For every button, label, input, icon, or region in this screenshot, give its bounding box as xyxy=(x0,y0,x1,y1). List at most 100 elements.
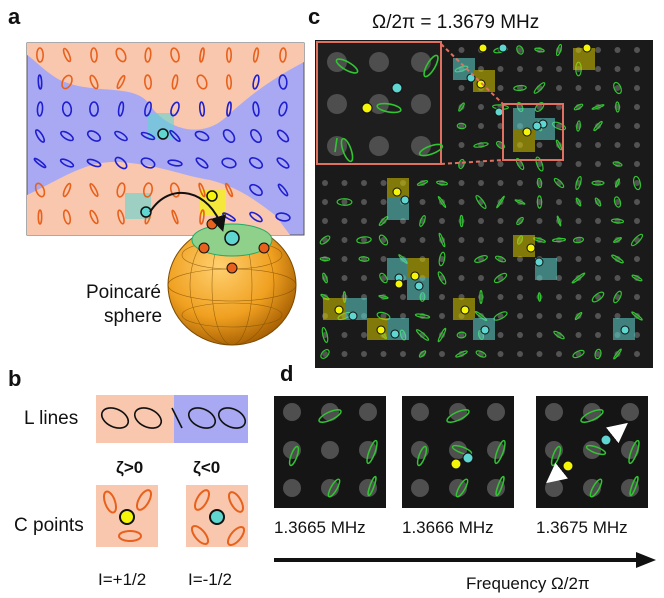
polarization-ellipse xyxy=(571,272,586,284)
panel-b-figure xyxy=(96,395,248,547)
polarization-ellipse xyxy=(576,120,581,132)
polarization-ellipse xyxy=(555,43,563,57)
polarization-ellipse xyxy=(416,180,429,186)
polarization-ellipse xyxy=(613,348,622,360)
polarization-ellipse xyxy=(198,101,206,117)
polarization-ellipse xyxy=(89,183,99,197)
polarization-ellipse xyxy=(167,159,183,167)
index-positive-label: I=+1/2 xyxy=(98,570,147,589)
polarization-ellipse xyxy=(36,101,44,117)
polarization-ellipse xyxy=(62,182,72,198)
polarization-ellipse xyxy=(423,54,439,78)
zeta-positive-label: ζ>0 xyxy=(116,458,144,477)
polarization-ellipse xyxy=(278,101,288,117)
polarization-ellipse xyxy=(611,254,624,264)
polarization-ellipse xyxy=(418,350,427,358)
polarization-ellipse xyxy=(319,256,331,262)
polarization-ellipse xyxy=(534,47,545,53)
polarization-ellipse xyxy=(144,74,152,90)
polarization-ellipse xyxy=(613,81,622,95)
polarization-ellipse xyxy=(475,350,487,358)
polarization-ellipse xyxy=(319,235,331,245)
polarization-ellipse xyxy=(379,272,388,284)
polarization-ellipse xyxy=(89,209,99,225)
polarization-ellipse xyxy=(556,215,562,227)
polarization-ellipse xyxy=(195,157,209,169)
polarization-ellipse xyxy=(628,439,640,465)
polarization-ellipse xyxy=(414,313,431,319)
polarization-ellipse xyxy=(59,158,75,168)
polarization-ellipse xyxy=(612,161,623,167)
polarization-ellipse xyxy=(515,157,525,171)
polarization-ellipse xyxy=(114,130,128,142)
polarization-ellipse xyxy=(591,291,605,303)
polarization-ellipse xyxy=(225,47,233,63)
polarization-ellipse xyxy=(514,199,526,205)
polarization-ellipse xyxy=(62,209,72,225)
polarization-ellipse xyxy=(170,47,180,63)
polarization-ellipse xyxy=(336,198,353,206)
polarization-ellipse xyxy=(356,236,372,244)
polarization-ellipse xyxy=(593,120,603,132)
polarization-ellipse xyxy=(366,439,378,465)
polarization-ellipse xyxy=(553,177,565,189)
polarization-ellipse xyxy=(629,475,639,497)
polarization-ellipse xyxy=(142,182,154,198)
polarization-ellipse xyxy=(580,409,604,423)
polarization-ellipse xyxy=(516,216,524,226)
polarization-ellipse xyxy=(574,311,583,321)
polarization-ellipse xyxy=(222,212,236,222)
polarization-ellipse xyxy=(594,197,602,207)
panel-letter-d: d xyxy=(280,361,294,386)
panel-c-figure xyxy=(315,40,653,368)
polarization-ellipse xyxy=(171,209,179,225)
polarization-ellipse xyxy=(459,214,464,228)
polarization-ellipse xyxy=(631,274,643,282)
polarization-ellipse xyxy=(335,58,359,74)
polarization-ellipse xyxy=(513,84,527,92)
polarization-ellipse xyxy=(479,289,483,305)
polarization-ellipse xyxy=(321,326,329,344)
c-point-cyan-1 xyxy=(157,128,169,140)
polarization-ellipse xyxy=(455,350,468,358)
polarization-ellipse xyxy=(252,47,260,63)
polarization-ellipse xyxy=(615,101,620,113)
polarization-ellipse xyxy=(533,82,546,94)
polarization-ellipse xyxy=(537,292,542,302)
polarization-ellipse xyxy=(117,101,125,117)
polarization-ellipse xyxy=(610,218,625,224)
polarization-ellipse xyxy=(170,101,180,117)
polarization-ellipse xyxy=(222,129,236,143)
polarization-ellipse xyxy=(591,104,605,110)
polarization-ellipse xyxy=(615,178,620,188)
polarization-ellipse xyxy=(591,180,605,186)
zeta-negative-label: ζ<0 xyxy=(193,458,221,477)
c-point-yellow xyxy=(206,190,218,202)
polarization-ellipse xyxy=(169,182,181,198)
polarization-ellipse xyxy=(551,237,567,243)
polarization-ellipse xyxy=(249,183,263,197)
polarization-ellipse xyxy=(196,74,208,90)
polarization-ellipse xyxy=(613,290,622,304)
polarization-ellipse xyxy=(585,444,607,456)
polarization-ellipse xyxy=(250,128,262,144)
polarization-ellipse xyxy=(116,182,126,198)
frequency-axis-arrow xyxy=(274,552,656,568)
polarization-ellipse xyxy=(494,255,507,263)
polarization-ellipse xyxy=(276,129,290,143)
polarization-ellipse xyxy=(494,439,506,465)
polarization-ellipse xyxy=(89,101,99,117)
polarization-ellipse xyxy=(89,74,99,90)
polarization-ellipse xyxy=(378,234,389,246)
zoom-box xyxy=(502,103,564,161)
polarization-ellipse xyxy=(279,47,287,63)
polarization-ellipse xyxy=(436,180,448,186)
panel-d-figure xyxy=(274,396,648,508)
polarization-ellipse xyxy=(140,131,156,141)
polarization-ellipse xyxy=(555,139,563,151)
polarization-ellipse xyxy=(86,158,102,168)
c-points-label: C points xyxy=(14,515,84,536)
polarization-ellipse xyxy=(438,232,446,248)
polarization-ellipse xyxy=(456,331,467,339)
freq-label-3: 1.3675 MHz xyxy=(536,518,628,537)
